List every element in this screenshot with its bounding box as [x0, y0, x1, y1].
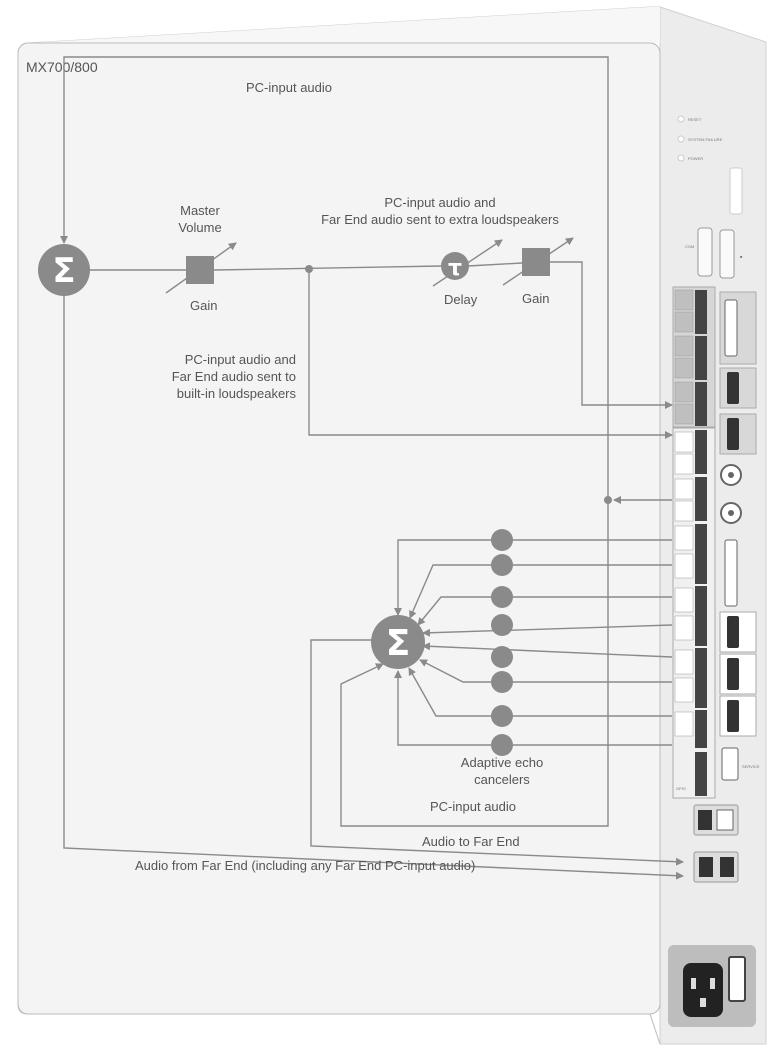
- junction-builtin: [305, 265, 313, 273]
- sum-node-1: Σ: [38, 244, 90, 296]
- gpio-label: GPIO: [676, 786, 686, 791]
- echo-canceler-6: [491, 671, 513, 693]
- echo-canceler-5: [491, 646, 513, 668]
- svg-text:■: ■: [740, 254, 743, 259]
- dvi-input-2[interactable]: [724, 539, 738, 607]
- hdmi-input-2[interactable]: [727, 658, 739, 690]
- echo-canceler-2: [491, 554, 513, 576]
- pc-input-bottom-label: PC-input audio: [430, 799, 516, 814]
- com-port-2[interactable]: [719, 229, 735, 279]
- delay-label: Delay: [444, 292, 478, 307]
- dvi-input-1[interactable]: [724, 299, 738, 357]
- hdmi-input-1[interactable]: [727, 616, 739, 648]
- indicator-power-label: POWER: [688, 156, 703, 161]
- hdmi-output-1[interactable]: [727, 372, 739, 404]
- sum-symbol-2: Σ: [386, 623, 411, 664]
- echo-canceler-4: [491, 614, 513, 636]
- audio-terminal-column: GPIO: [672, 286, 716, 799]
- hdmi-output-2[interactable]: [727, 418, 739, 450]
- indicator-system-failure-label: SYSTEM FAILURE: [688, 137, 723, 142]
- gain-label-1: Gain: [190, 298, 217, 313]
- delay-node: τ: [441, 252, 469, 281]
- com-port-1[interactable]: [697, 227, 713, 277]
- echo-canceler-7: [491, 705, 513, 727]
- junction-pc-input: [604, 496, 612, 504]
- pc-input-top-label: PC-input audio: [246, 80, 332, 95]
- hdmi-input-3[interactable]: [727, 700, 739, 732]
- echo-canceler-8: [491, 734, 513, 756]
- com-label: COM: [685, 244, 694, 249]
- audio-to-far-end-label: Audio to Far End: [422, 834, 520, 849]
- power-inlet[interactable]: [683, 963, 723, 1017]
- audio-from-far-end-label: Audio from Far End (including any Far En…: [135, 858, 475, 873]
- sum-symbol-1: Σ: [52, 251, 75, 291]
- delay-symbol: τ: [448, 256, 462, 281]
- echo-canceler-dots: [491, 529, 513, 756]
- indicator-reset-label: RESET: [688, 117, 702, 122]
- device-enclosure: [17, 6, 767, 1045]
- usb-service-port[interactable]: [721, 747, 739, 781]
- video-connector-column: SERVICE: [719, 291, 760, 781]
- connector-panel: RESET SYSTEM FAILURE POWER COM ■: [668, 115, 760, 1027]
- status-indicators: RESET SYSTEM FAILURE POWER: [677, 115, 723, 162]
- device-model-label: MX700/800: [26, 59, 98, 75]
- extra-gain-block: [522, 248, 550, 276]
- signal-flow-lines: [60, 56, 684, 880]
- gain-label-2: Gain: [522, 291, 549, 306]
- echo-canceler-3: [491, 586, 513, 608]
- echo-canceler-1: [491, 529, 513, 551]
- usb-service-label: SERVICE: [742, 764, 760, 769]
- master-volume-gain-block: [186, 256, 214, 284]
- power-switch[interactable]: [728, 956, 746, 1002]
- sum-node-2: Σ: [371, 615, 425, 669]
- display-slot: [729, 167, 743, 215]
- echo-canceler-inputs: [394, 539, 673, 746]
